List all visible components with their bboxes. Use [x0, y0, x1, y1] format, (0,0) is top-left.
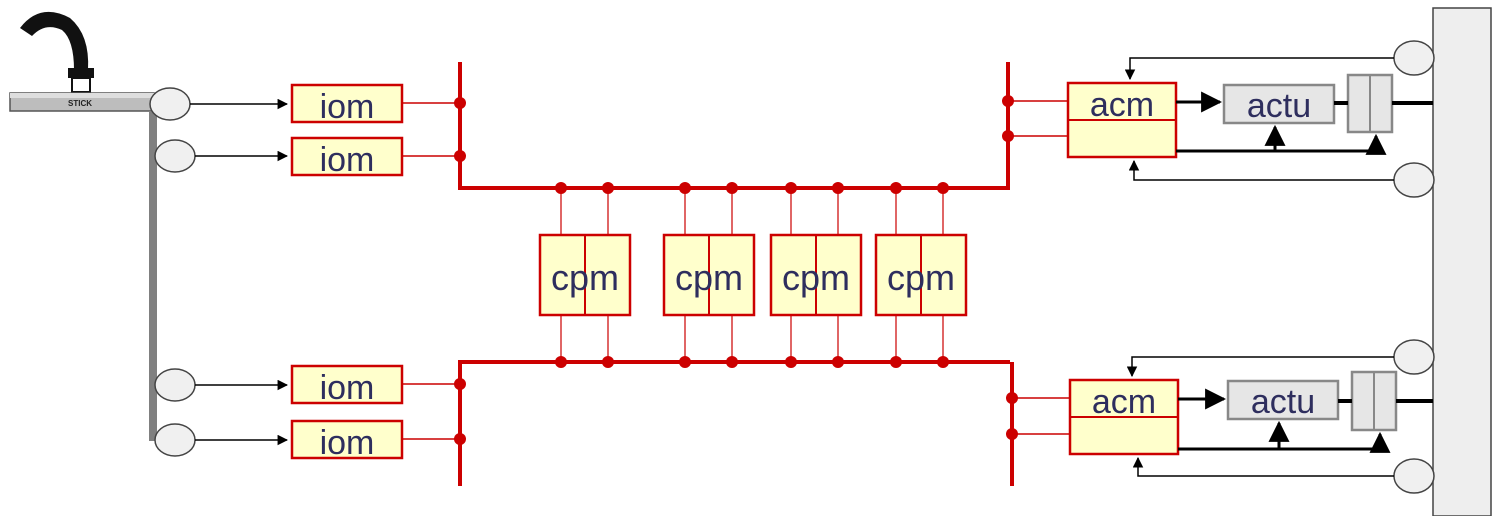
actu-label: actu — [1247, 87, 1311, 125]
stick-label: STICK — [68, 99, 92, 108]
cpm-label: cpm — [782, 257, 850, 298]
stick-column — [149, 111, 157, 441]
stick-icon — [9, 11, 155, 112]
iom-label: iom — [320, 141, 375, 179]
junction-dot-icon — [454, 95, 1018, 445]
cpm-divider — [584, 235, 922, 315]
lower-bus — [458, 360, 1014, 486]
iom-label: iom — [320, 424, 375, 462]
sensor-icon — [1393, 40, 1435, 494]
ram-icon — [1346, 73, 1398, 432]
ram-divider — [1369, 75, 1375, 430]
acm-label: acm — [1092, 383, 1156, 421]
arrow-icon — [190, 98, 289, 446]
actu-label: actu — [1251, 383, 1315, 421]
bus-link — [1008, 100, 1070, 435]
surface-panel — [1432, 7, 1492, 516]
upper-bus — [458, 62, 1010, 190]
cpm-label: cpm — [551, 257, 619, 298]
sensor-icon — [149, 87, 196, 457]
acm-label: acm — [1090, 86, 1154, 124]
cpm-link — [560, 188, 944, 362]
cpm-label: cpm — [675, 257, 743, 298]
arrow-icon — [1176, 91, 1227, 410]
iom-label: iom — [320, 369, 375, 407]
actuator-module — [1222, 83, 1340, 421]
cpm-label: cpm — [887, 257, 955, 298]
feedback-line — [1176, 124, 1391, 453]
acm-divider — [1068, 119, 1178, 418]
sensor-feedback-line — [1124, 57, 1394, 477]
actuator-shaft — [1334, 101, 1433, 403]
iom-label: iom — [320, 88, 375, 126]
bus-link — [402, 102, 460, 440]
